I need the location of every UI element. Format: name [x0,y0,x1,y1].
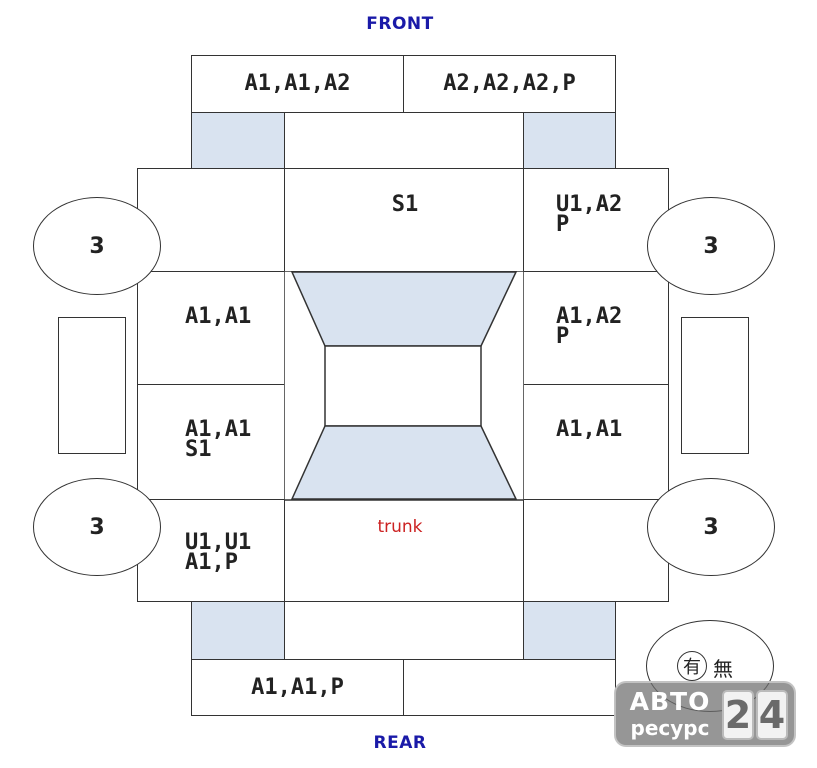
rear-right-pillar [523,601,616,660]
watermark-digit-1: 2 [722,690,754,740]
front-right-fender: U1,A2 P [523,168,669,272]
front-left-door: A1,A1 [137,271,285,385]
front-right-label-1: U1,A2 [556,192,623,217]
rear-left-quarter-label-2: A1,P [185,550,238,575]
wheel-front-left: 3 [33,197,161,295]
trunk-panel [284,499,524,602]
rear-left-door-label-2: S1 [185,437,212,462]
legend-has-circle: 有 [677,651,707,681]
wheel-rear-left: 3 [33,478,161,576]
hood-panel-top [284,112,524,169]
front-left-fender [137,168,285,272]
front-bumper-left: A1,A1,A2 [191,55,404,113]
rear-window [290,425,518,500]
left-mirror [58,317,126,454]
rear-left-door: A1,A1 S1 [137,384,285,500]
rear-left-door-label-1: A1,A1 [185,417,252,442]
wheel-front-right: 3 [647,197,775,295]
right-mirror [681,317,749,454]
rear-bumper-right [403,659,616,716]
front-left-pillar [191,112,285,169]
front-left-door-label: A1,A1 [185,304,252,329]
roof-glass-diagram [284,271,524,501]
watermark-line1: АВТО [629,687,711,716]
rear-bumper-left: A1,A1,P [191,659,404,716]
rear-panel-top [284,601,524,660]
watermark-logo: АВТО ресурс 2 4 [614,681,796,747]
front-right-door-label-2: P [556,324,570,349]
legend-none: 無 [713,657,733,681]
rear-right-door-label: A1,A1 [556,417,623,442]
front-right-door-label-1: A1,A2 [556,304,623,329]
front-right-door: A1,A2 P [523,271,669,385]
front-right-pillar [523,112,616,169]
roof [324,345,482,427]
rear-right-quarter [523,499,669,602]
rear-left-pillar [191,601,285,660]
front-label: FRONT [366,14,434,34]
legend-has: 有 [683,657,701,678]
windshield [290,271,518,347]
watermark-digit-2: 4 [756,690,788,740]
front-bumper-right: A2,A2,A2,P [403,55,616,113]
rear-right-door: A1,A1 [523,384,669,500]
watermark-line2: ресурс [630,716,710,740]
hood-label: S1 [391,192,419,217]
rear-label: REAR [373,733,427,753]
rear-left-quarter-label-1: U1,U1 [185,530,252,555]
trunk-label: trunk [377,517,423,537]
front-right-label-2: P [556,212,570,237]
wheel-rear-right: 3 [647,478,775,576]
hood-panel: S1 [284,168,524,272]
